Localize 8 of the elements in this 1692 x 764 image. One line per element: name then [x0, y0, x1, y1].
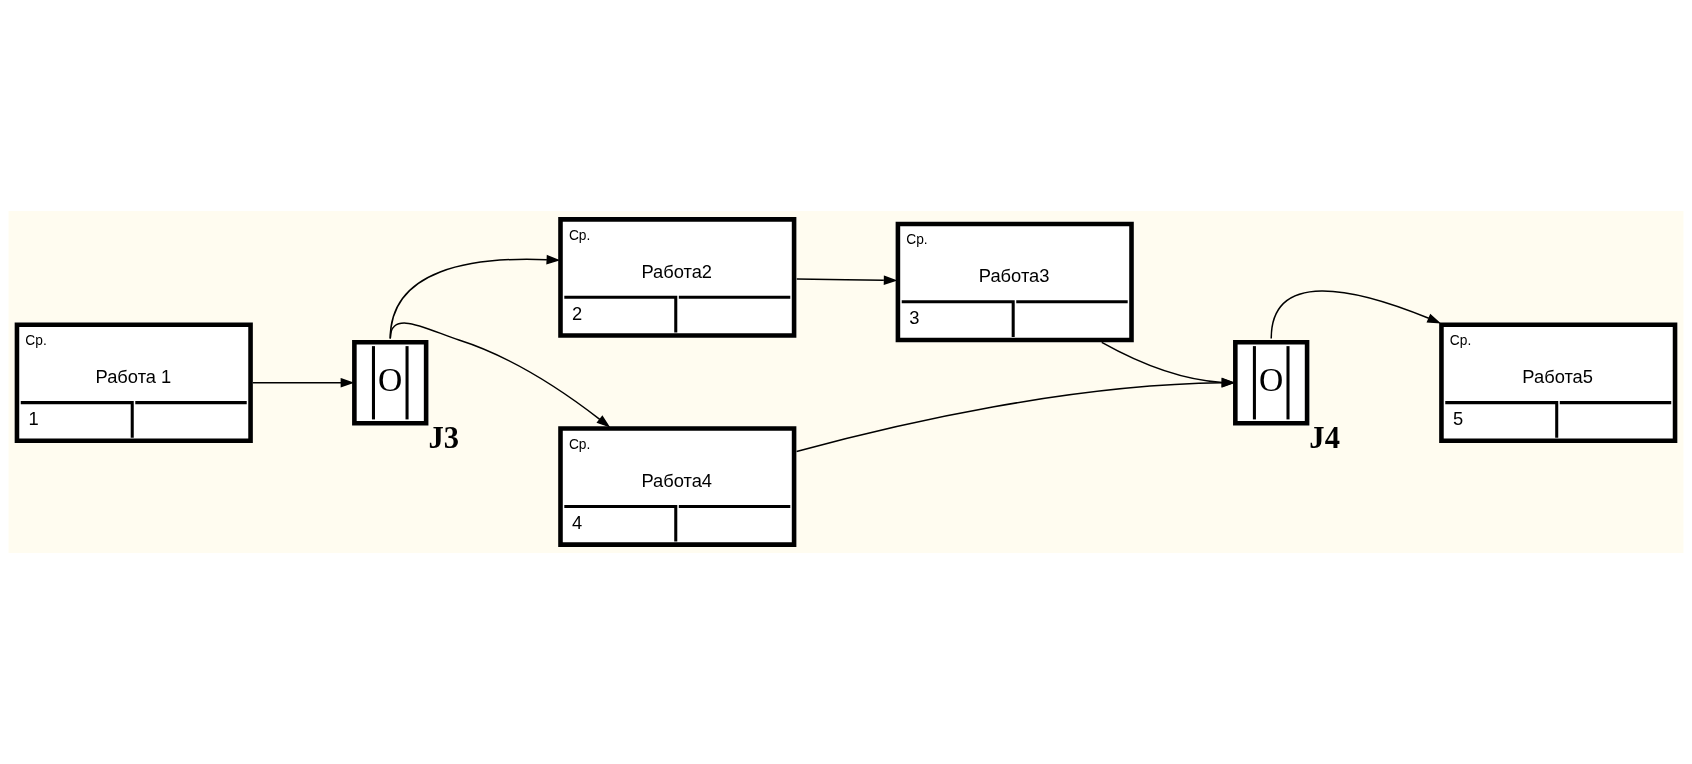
arrow	[1101, 341, 1236, 388]
node-label: J3	[428, 421, 459, 456]
arrow	[795, 378, 1236, 453]
arrow	[1270, 290, 1442, 340]
arrow	[252, 377, 355, 388]
arrow	[795, 275, 898, 286]
arrow	[389, 322, 611, 428]
node-label: J4	[1309, 421, 1340, 456]
